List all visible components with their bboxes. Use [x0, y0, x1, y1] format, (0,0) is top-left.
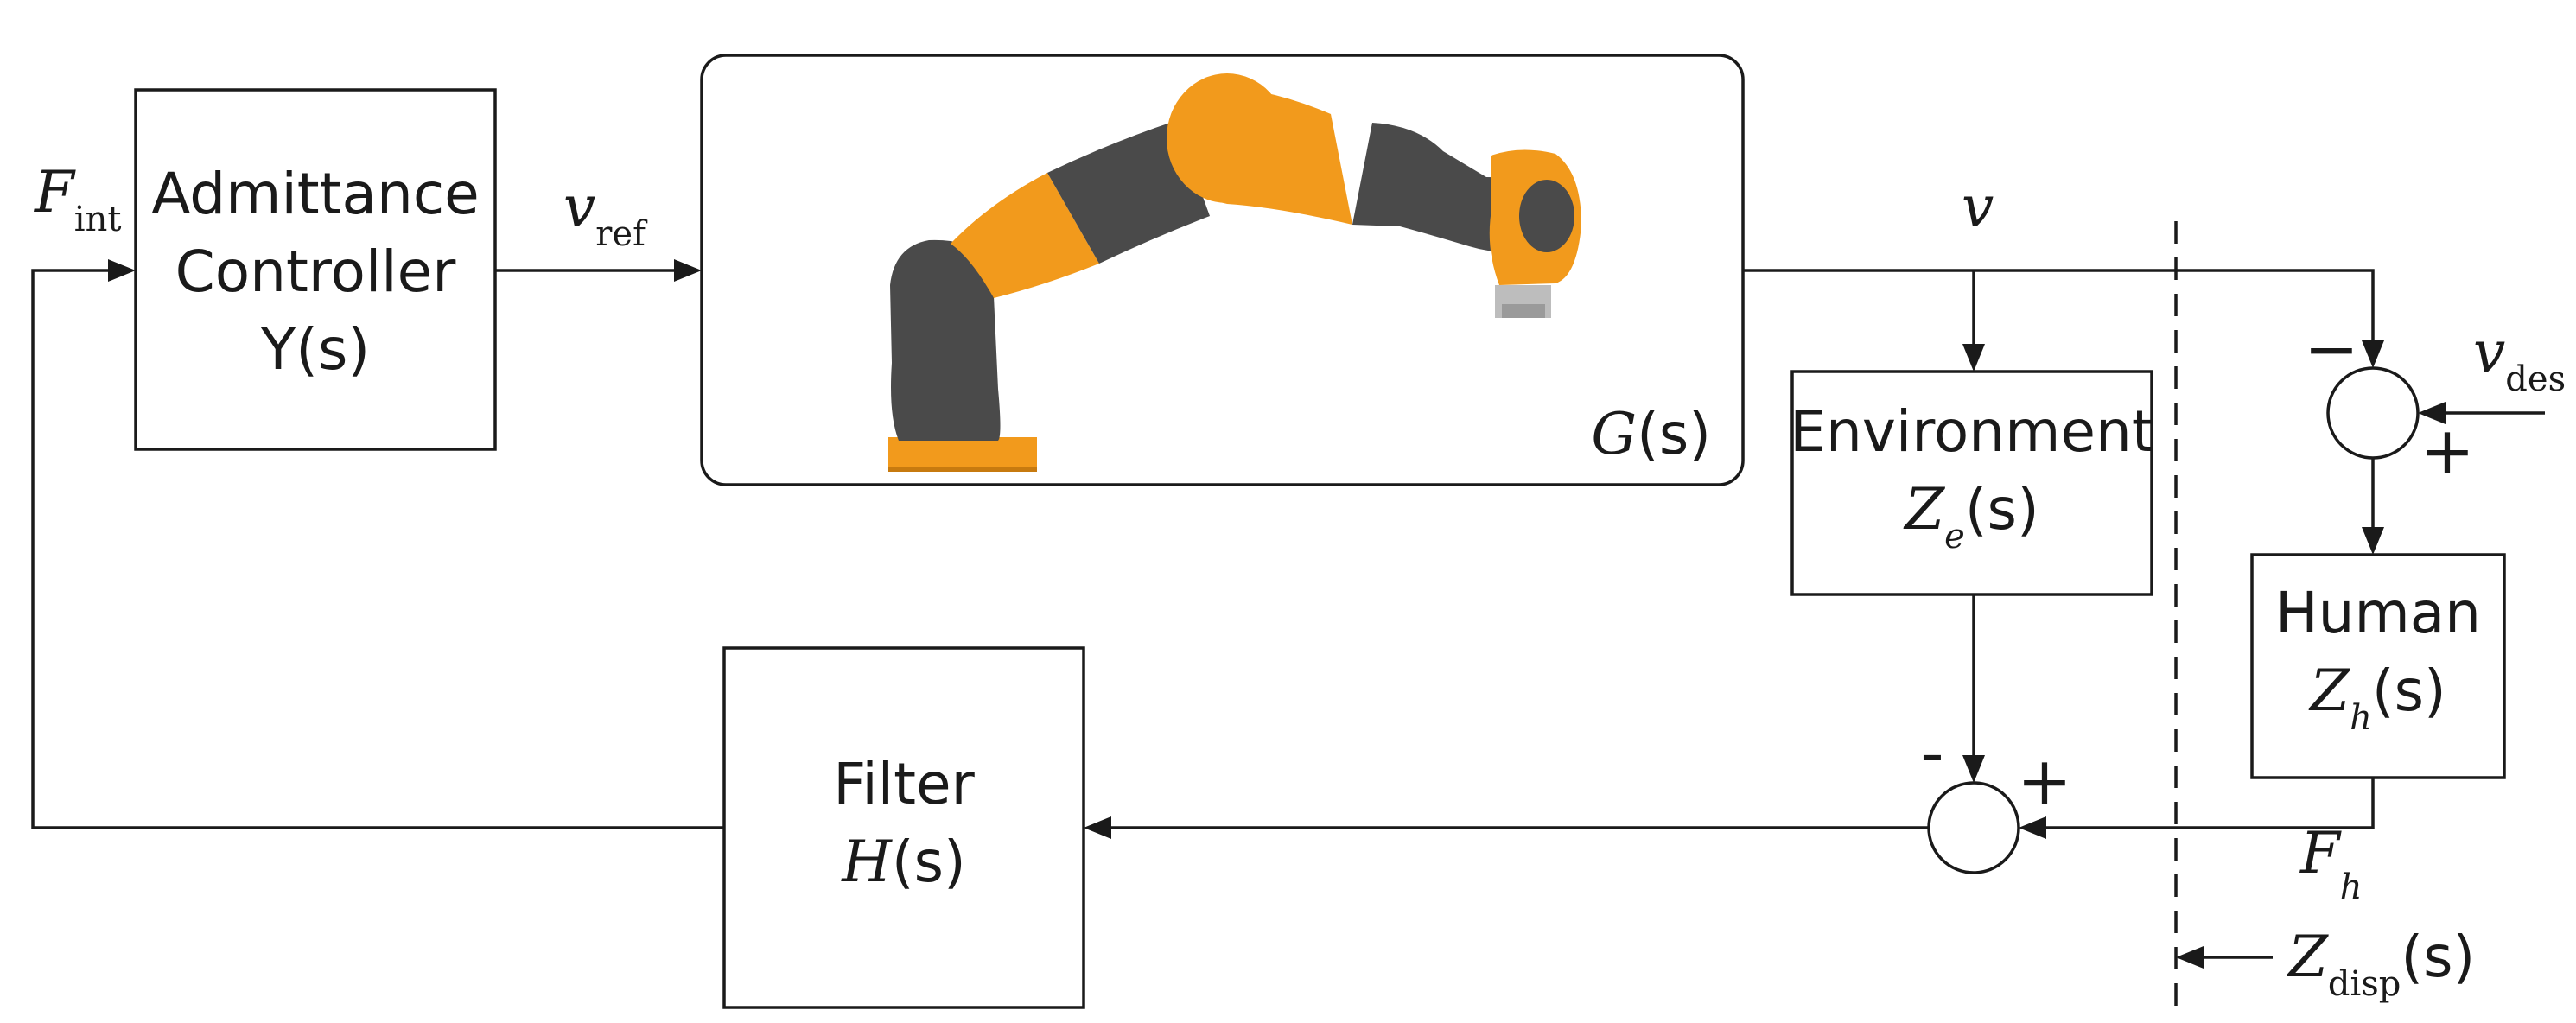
label-z-disp: Zdisp(s) — [2287, 924, 2475, 1004]
force-sum-plus: + — [2017, 742, 2072, 819]
human-transfer: Zh(s) — [2308, 658, 2446, 738]
arrow-into-environment — [1962, 344, 1985, 372]
feedback-line — [31, 269, 724, 829]
arrow-into-admittance — [108, 259, 136, 282]
signal-lines — [31, 221, 2545, 1011]
arrow-into-plant — [674, 259, 702, 282]
admittance-line2: Controller — [175, 238, 457, 305]
robot-lower-link — [890, 239, 1001, 441]
human-block: Human Zh(s) — [2250, 553, 2506, 779]
admittance-controller-block: Admittance Controller Y(s) — [134, 88, 497, 451]
arrow-into-filter — [1084, 816, 1111, 839]
filter-transfer: H(s) — [841, 829, 965, 895]
label-v-ref: vref — [563, 174, 648, 254]
arrow-zdisp — [2176, 946, 2204, 969]
environment-block: Environment Ze(s) — [1790, 370, 2154, 596]
force-sum-minus: - — [1920, 715, 1943, 791]
label-v: v — [1962, 174, 1994, 240]
admittance-line1: Admittance — [151, 161, 479, 227]
filter-block: Filter H(s) — [722, 646, 1085, 1009]
human-title: Human — [2275, 580, 2481, 646]
arrow-into-human — [2362, 527, 2384, 555]
arrow-into-force-sum-top — [1962, 755, 1985, 783]
fh-line — [2035, 778, 2375, 829]
robot-base — [888, 437, 1037, 472]
human-sum-plus: + — [2420, 412, 2475, 489]
plant-block: G(s) — [700, 54, 1745, 486]
force-summing-junction — [1927, 781, 2020, 874]
arrow-into-force-sum-right — [2019, 816, 2046, 839]
environment-transfer: Ze(s) — [1903, 476, 2039, 556]
plant-label: G(s) — [1591, 401, 1711, 467]
label-f-int: Fint — [34, 159, 121, 239]
admittance-line3: Y(s) — [260, 316, 370, 383]
v-line — [1743, 269, 2375, 350]
robot-arm-illustration — [888, 73, 1581, 472]
environment-title: Environment — [1790, 398, 2153, 465]
robot-link-orange-1 — [951, 173, 1099, 298]
label-v-des: vdes — [2473, 319, 2566, 399]
arrow-into-human-sum — [2362, 340, 2384, 368]
arrow-vdes — [2418, 402, 2446, 424]
label-f-h: Fh — [2299, 820, 2363, 907]
robot-link-orange-2 — [1175, 86, 1352, 225]
human-sum-minus: − — [2304, 310, 2359, 387]
filter-title: Filter — [833, 751, 975, 817]
